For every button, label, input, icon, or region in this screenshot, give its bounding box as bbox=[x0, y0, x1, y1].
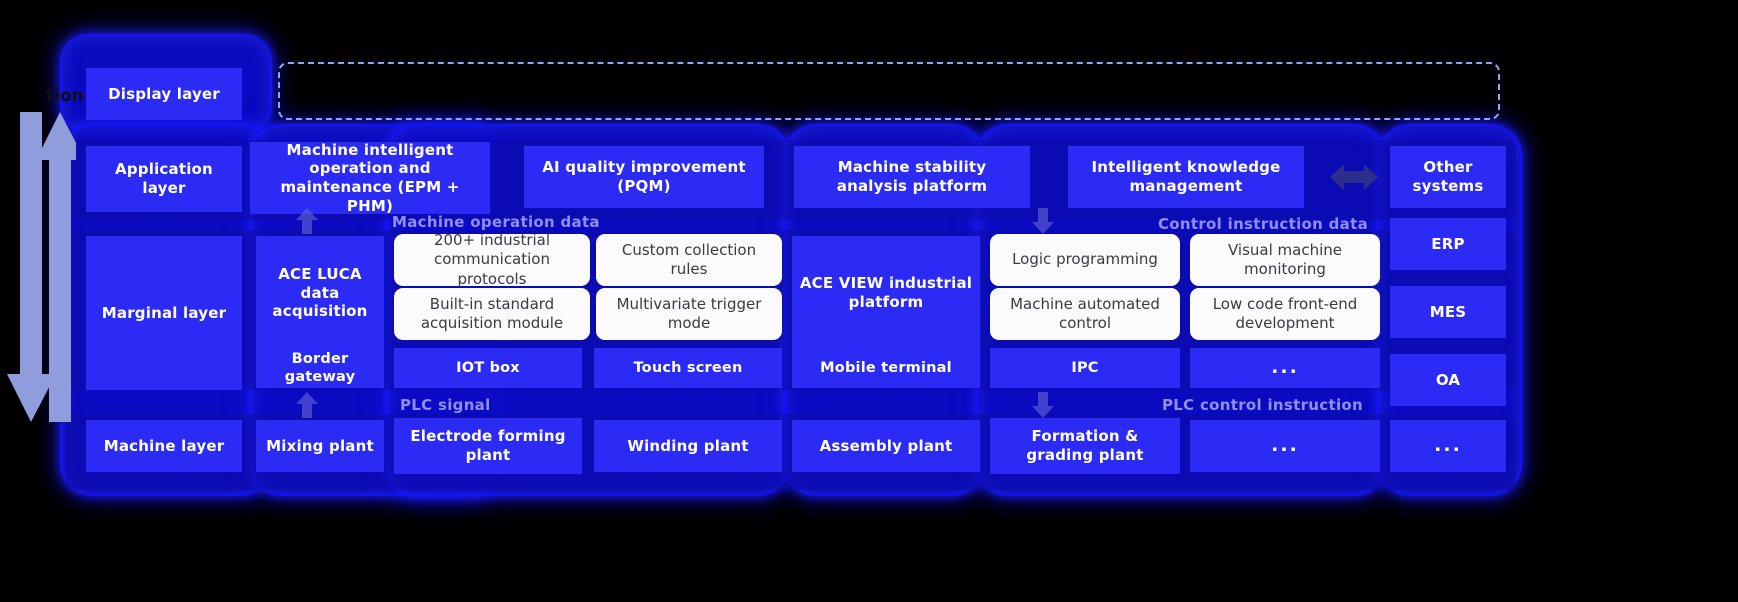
down-arrow-control-instruction-data bbox=[1032, 208, 1054, 234]
marginal-anchor-ace-luca[interactable]: ACE LUCA data acquisition bbox=[256, 236, 384, 350]
row-label-machine-layer[interactable]: Machine layer bbox=[86, 420, 242, 472]
row-label-display-layer[interactable]: Display layer bbox=[86, 68, 242, 120]
display-layer-dashed-region bbox=[278, 62, 1500, 120]
other-systems-card[interactable]: Other systems bbox=[1390, 146, 1506, 208]
down-arrow-plc-control-instruction bbox=[1032, 392, 1054, 418]
flow-label-control-instruction-data: Control instruction data bbox=[1158, 215, 1368, 233]
row-label-application-layer[interactable]: Application layer bbox=[86, 146, 242, 212]
up-arrow-machine-operation-data bbox=[296, 208, 318, 234]
left-flow-arrows bbox=[7, 112, 76, 422]
pill-machine-automated-control[interactable]: Machine automated control bbox=[990, 288, 1180, 340]
marginal-anchor-ace-view[interactable]: ACE VIEW industrial platform bbox=[792, 236, 980, 350]
machine-card-mixing-plant[interactable]: Mixing plant bbox=[256, 420, 384, 472]
machine-card-electrode-forming-plant[interactable]: Electrode forming plant bbox=[394, 418, 582, 474]
machine-card-formation-grading-plant[interactable]: Formation & grading plant bbox=[990, 418, 1180, 474]
flow-label-plc-control-instruction: PLC control instruction bbox=[1162, 396, 1363, 414]
pill-visual-machine-monitoring[interactable]: Visual machine monitoring bbox=[1190, 234, 1380, 286]
device-card-more[interactable]: ... bbox=[1190, 348, 1380, 388]
app-card-machine-stability[interactable]: Machine stability analysis platform bbox=[794, 146, 1030, 208]
device-card-mobile-terminal[interactable]: Mobile terminal bbox=[792, 348, 980, 388]
app-card-ai-quality-pqm[interactable]: AI quality improvement (PQM) bbox=[524, 146, 764, 208]
system-card-oa[interactable]: OA bbox=[1390, 354, 1506, 406]
machine-card-winding-plant[interactable]: Winding plant bbox=[594, 420, 782, 472]
pill-custom-collection-rules[interactable]: Custom collection rules bbox=[596, 234, 782, 286]
device-card-iot-box[interactable]: IOT box bbox=[394, 348, 582, 388]
system-card-erp[interactable]: ERP bbox=[1390, 218, 1506, 270]
pill-low-code-front-end-development[interactable]: Low code front-end development bbox=[1190, 288, 1380, 340]
pill-industrial-communication-protocols[interactable]: 200+ industrial communication protocols bbox=[394, 231, 590, 288]
app-card-knowledge-management[interactable]: Intelligent knowledge management bbox=[1068, 146, 1304, 208]
pill-multivariate-trigger-mode[interactable]: Multivariate trigger mode bbox=[596, 288, 782, 340]
pill-builtin-standard-acquisition-module[interactable]: Built-in standard acquisition module bbox=[394, 288, 590, 340]
pill-logic-programming[interactable]: Logic programming bbox=[990, 234, 1180, 286]
machine-card-more[interactable]: ... bbox=[1190, 420, 1380, 472]
flow-label-machine-operation-data: Machine operation data bbox=[392, 213, 600, 231]
bidirectional-arrow-app-to-other-systems bbox=[1330, 164, 1378, 190]
device-card-touch-screen[interactable]: Touch screen bbox=[594, 348, 782, 388]
app-card-epm-phm[interactable]: Machine intelligent operation and mainte… bbox=[250, 141, 490, 215]
system-card-mes[interactable]: MES bbox=[1390, 286, 1506, 338]
device-card-ipc[interactable]: IPC bbox=[990, 348, 1180, 388]
edge-caption-text: tion bbox=[46, 86, 84, 106]
row-label-marginal-layer[interactable]: Marginal layer bbox=[86, 236, 242, 390]
up-arrow-plc-signal bbox=[296, 392, 318, 418]
device-card-border-gateway[interactable]: Border gateway bbox=[256, 348, 384, 388]
machine-card-assembly-plant[interactable]: Assembly plant bbox=[792, 420, 980, 472]
flow-label-plc-signal: PLC signal bbox=[400, 396, 491, 414]
system-card-more[interactable]: ... bbox=[1390, 420, 1506, 472]
